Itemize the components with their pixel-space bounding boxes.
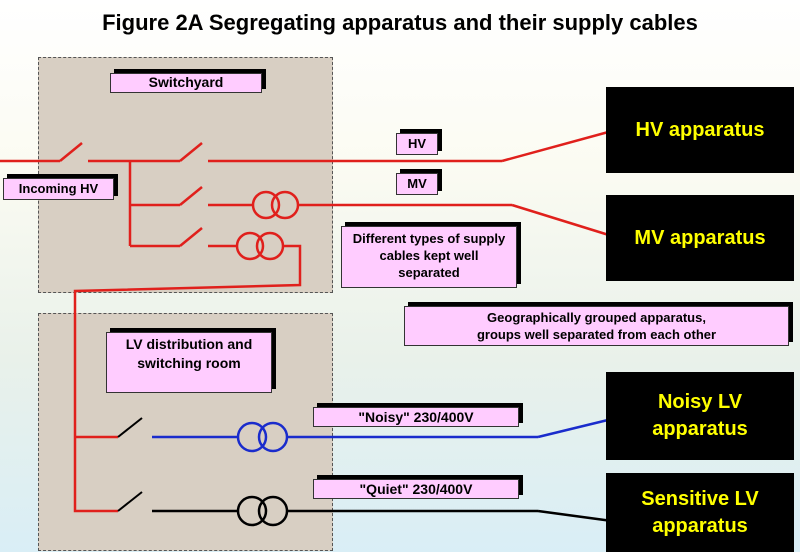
hv-apparatus: HV apparatus [606,87,794,173]
switch-lv [179,227,203,247]
lv-room-label: LV distribution and switching room [106,332,272,393]
lv-transformer-right [255,231,285,261]
noisy-supply-label: "Noisy" 230/400V [313,407,519,427]
mv-transformer-left [251,190,281,220]
noisy-transformer-right [257,421,289,453]
mv-cable-label: MV [396,173,438,195]
hv-cable-label: HV [396,133,438,155]
switch-mv [179,186,203,206]
grouped-apparatus-note: Geographically grouped apparatus, groups… [404,306,789,346]
noisy-cable-riser [537,417,613,439]
switchyard-room [38,57,333,293]
hv-cable-riser [501,129,613,163]
mv-transformer-right [270,190,300,220]
switch-quiet [117,491,143,512]
switchyard-label: Switchyard [110,73,262,93]
lv-transformer-left [235,231,265,261]
switch-1 [59,142,83,162]
mv-apparatus: MV apparatus [606,195,794,281]
separated-cables-note: Different types of supply cables kept we… [341,226,517,288]
quiet-cable-riser [537,509,613,523]
incoming-hv-label: Incoming HV [3,178,114,200]
quiet-supply-label: "Quiet" 230/400V [313,479,519,499]
quiet-transformer-left [236,495,268,527]
switch-hv [179,142,203,162]
figure-title: Figure 2A Segregating apparatus and thei… [102,10,698,35]
mv-cable-riser [511,203,613,238]
sensitive-lv-apparatus: Sensitive LV apparatus [606,473,794,552]
quiet-transformer-right [257,495,289,527]
noisy-lv-apparatus: Noisy LV apparatus [606,372,794,460]
lv-feed-cable [73,244,302,513]
noisy-transformer-left [236,421,268,453]
switch-noisy [117,417,143,438]
